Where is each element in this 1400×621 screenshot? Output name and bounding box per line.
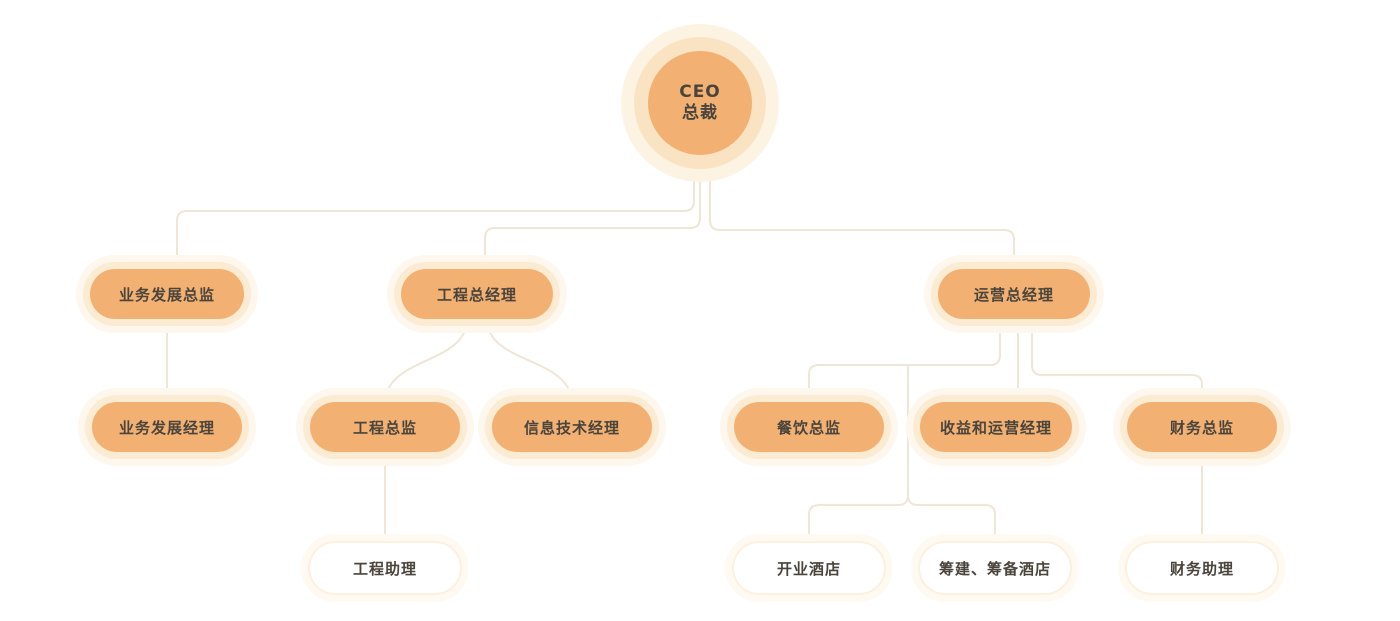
node-label: 筹建、筹备酒店	[938, 559, 1051, 578]
node-fnb-director: 餐饮总监	[734, 402, 884, 452]
node-label: 工程总经理	[436, 285, 517, 304]
node-engineering-director: 工程总监	[310, 402, 460, 452]
node-label: 工程助理	[352, 559, 417, 578]
node-ceo: CEO 总裁	[648, 51, 752, 155]
node-business-development-manager: 业务发展经理	[92, 402, 242, 452]
node-open-hotels: 开业酒店	[734, 543, 884, 593]
node-finance-director: 财务总监	[1127, 402, 1277, 452]
node-business-development-director: 业务发展总监	[90, 269, 244, 319]
node-label: 信息技术经理	[523, 418, 620, 437]
node-label: 收益和运营经理	[939, 418, 1052, 437]
edge-engineering-gm-to-it-manager	[486, 318, 573, 405]
node-label: 业务发展经理	[118, 418, 215, 437]
node-revenue-operations-manager: 收益和运营经理	[920, 402, 1072, 452]
ceo-title: CEO	[679, 81, 721, 102]
node-preparing-hotels: 筹建、筹备酒店	[920, 543, 1070, 593]
node-label: 餐饮总监	[776, 418, 841, 437]
edge-revenue-ops-manager-to-open-hotels	[808, 364, 909, 569]
node-finance-assistant: 财务助理	[1127, 543, 1277, 593]
node-label: 财务总监	[1169, 418, 1234, 437]
node-operations-general-manager: 运营总经理	[938, 269, 1090, 319]
node-it-manager: 信息技术经理	[492, 402, 652, 452]
node-engineering-assistant: 工程助理	[310, 543, 460, 593]
node-label: 工程总监	[352, 418, 417, 437]
node-label: 开业酒店	[776, 559, 841, 578]
node-label: 运营总经理	[973, 285, 1054, 304]
ceo-subtitle: 总裁	[682, 103, 718, 123]
node-engineering-general-manager: 工程总经理	[401, 269, 553, 319]
edge-engineering-gm-to-engineering-director	[384, 318, 468, 405]
node-label: 财务助理	[1169, 559, 1234, 578]
node-label: 业务发展总监	[118, 285, 215, 304]
